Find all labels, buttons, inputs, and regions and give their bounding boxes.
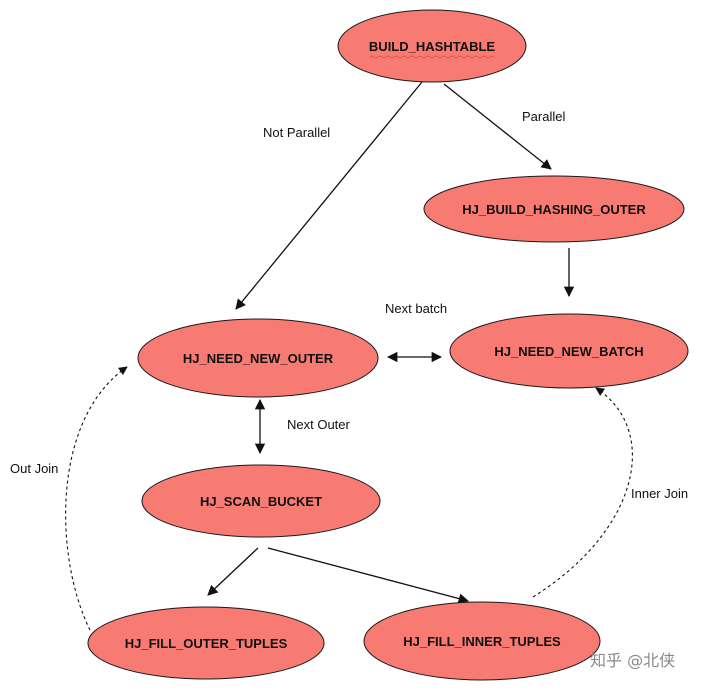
label-next-batch: Next batch xyxy=(385,301,447,316)
edge-scan-to-fill-inner xyxy=(267,547,470,604)
node-hj-need-new-outer: HJ_NEED_NEW_OUTER xyxy=(137,318,379,398)
node-hj-scan-bucket-label: HJ_SCAN_BUCKET xyxy=(200,494,322,509)
node-build-hashtable: BUILD_HASHTABLE xyxy=(337,9,527,83)
node-hj-scan-bucket: HJ_SCAN_BUCKET xyxy=(141,464,381,538)
node-hj-fill-inner-tuples: HJ_FILL_INNER_TUPLES xyxy=(363,601,601,681)
label-out-join: Out Join xyxy=(10,461,58,476)
node-hj-fill-inner-tuples-label: HJ_FILL_INNER_TUPLES xyxy=(403,634,561,649)
spellcheck-underline xyxy=(369,55,495,59)
node-hj-fill-outer-tuples: HJ_FILL_OUTER_TUPLES xyxy=(87,606,325,680)
edge-parallel xyxy=(443,83,552,170)
edge-inner-join xyxy=(532,387,633,598)
node-hj-need-new-batch-label: HJ_NEED_NEW_BATCH xyxy=(494,344,643,359)
watermark: 知乎 @北侠 xyxy=(590,651,675,670)
edge-scan-to-fill-outer xyxy=(207,547,259,596)
node-build-hashtable-label: BUILD_HASHTABLE xyxy=(369,39,495,54)
label-inner-join: Inner Join xyxy=(631,486,688,501)
label-parallel: Parallel xyxy=(522,109,565,124)
node-hj-fill-outer-tuples-label: HJ_FILL_OUTER_TUPLES xyxy=(125,636,288,651)
label-next-outer: Next Outer xyxy=(287,417,351,432)
label-not-parallel: Not Parallel xyxy=(263,125,330,140)
node-hj-need-new-batch: HJ_NEED_NEW_BATCH xyxy=(449,313,689,389)
node-hj-build-hashing-outer-label: HJ_BUILD_HASHING_OUTER xyxy=(462,202,646,217)
edge-not-parallel xyxy=(235,81,423,310)
edge-out-join xyxy=(65,366,128,631)
node-hj-build-hashing-outer: HJ_BUILD_HASHING_OUTER xyxy=(423,175,685,243)
node-hj-need-new-outer-label: HJ_NEED_NEW_OUTER xyxy=(183,351,334,366)
